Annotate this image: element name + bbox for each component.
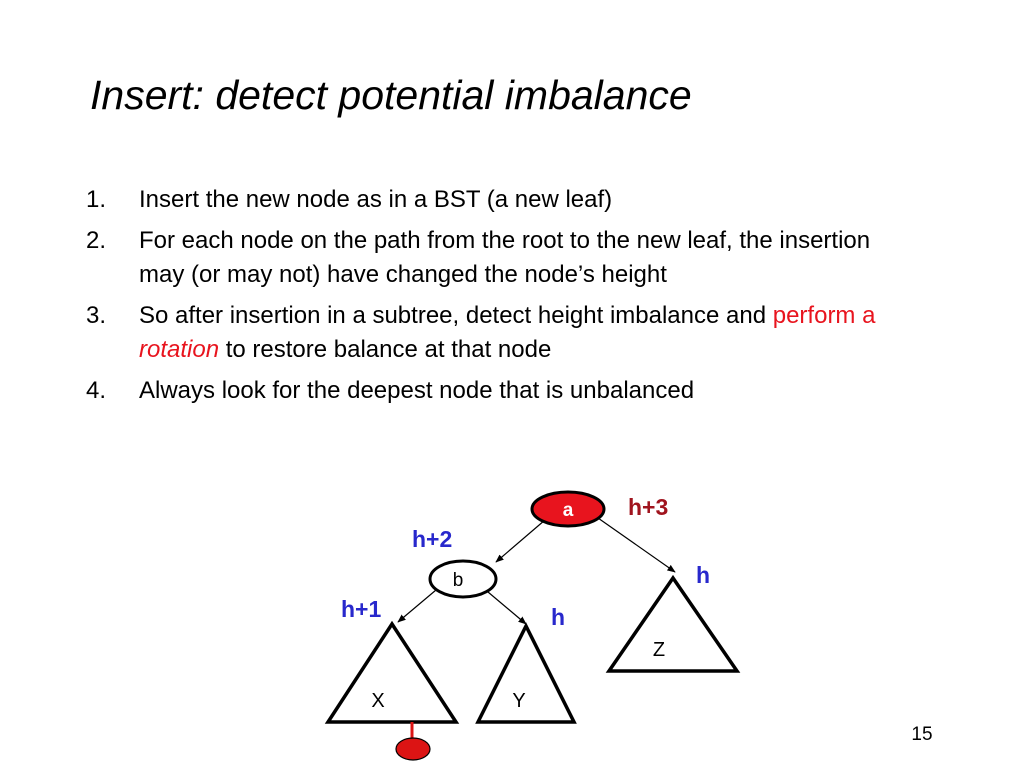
- bullet-item-3: 3. So after insertion in a subtree, dete…: [86, 299, 916, 367]
- node-a: [530, 490, 606, 528]
- subtree-y-triangle: [475, 622, 577, 724]
- bullet-number: 1.: [86, 186, 107, 213]
- subtree-z-triangle: [605, 574, 741, 673]
- subtree-x-label: X: [371, 690, 384, 712]
- page-number: 15: [911, 724, 933, 745]
- subtree-z-height-label: h: [696, 562, 710, 588]
- bullet-item-4: 4. Always look for the deepest node that…: [86, 374, 916, 408]
- node-b: [428, 559, 498, 599]
- subtree-y-height-label: h: [551, 604, 565, 630]
- bullet-number: 2.: [86, 227, 107, 254]
- bullet-item-2: 2. For each node on the path from the ro…: [86, 224, 916, 292]
- node-b-height-label: h+2: [412, 526, 452, 552]
- bullet-text: So after insertion in a subtree, detect …: [139, 302, 773, 329]
- node-a-label: a: [563, 500, 574, 521]
- node-a-height-label: h+3: [628, 494, 668, 520]
- new-leaf-node: [395, 737, 431, 761]
- subtree-y-label: Y: [512, 690, 525, 712]
- bullet-text: Insert the new node as in a BST (a new l…: [139, 186, 613, 213]
- slide-title: Insert: detect potential imbalance: [90, 72, 692, 118]
- bullet-text-continued: to restore balance at that node: [219, 336, 552, 363]
- edge-a-to-b: [495, 519, 546, 563]
- bullet-list: 1. Insert the new node as in a BST (a ne…: [86, 183, 916, 415]
- bullet-item-1: 1. Insert the new node as in a BST (a ne…: [86, 183, 916, 217]
- bullet-number: 4.: [86, 377, 107, 404]
- subtree-z-label: Z: [653, 639, 665, 661]
- bullet-text: For each node on the path from the root …: [139, 227, 871, 288]
- bullet-text: Always look for the deepest node that is…: [139, 377, 695, 404]
- edge-b-to-x: [397, 589, 437, 623]
- bullet-emphasis: perform a: [772, 302, 876, 329]
- node-b-label: b: [453, 570, 464, 591]
- edge-b-to-y: [487, 591, 527, 625]
- bullet-number: 3.: [86, 302, 107, 329]
- edge-a-to-z: [597, 517, 676, 573]
- rotation-emphasis: rotation: [139, 336, 220, 363]
- subtree-x-triangle: [324, 620, 460, 724]
- subtree-x-height-label: h+1: [341, 596, 381, 622]
